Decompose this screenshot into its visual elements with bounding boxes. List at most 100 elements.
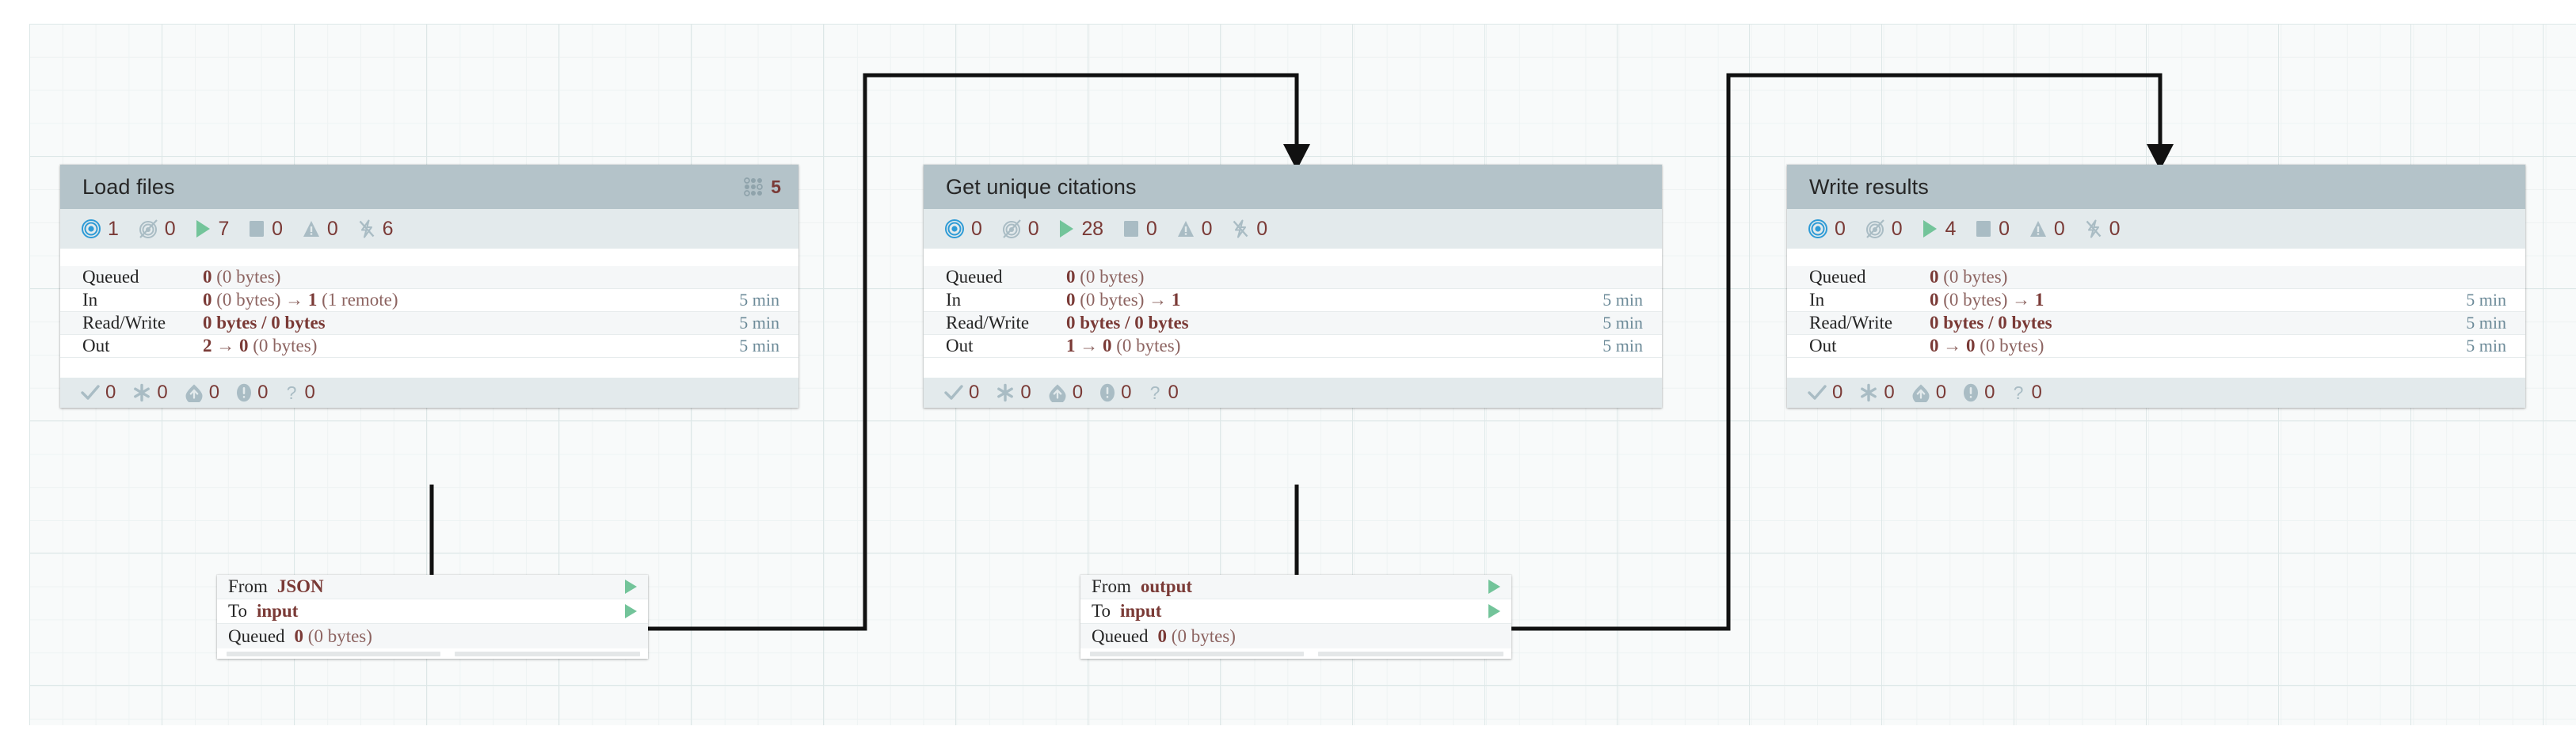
footer-stat-check[interactable]: 0 [944,382,979,404]
footer-stat-alert-circle[interactable]: 0 [236,382,268,404]
stat-invalid[interactable]: 0 [1176,218,1212,241]
queue-size-bar [1317,651,1503,656]
summary-row-label: Out [82,336,110,355]
summary-row-in: In 0 (0 bytes) → 1 5 min [1787,289,2525,312]
stat-stopped[interactable]: 0 [1975,218,2010,241]
stat-value: 6 [382,217,394,240]
connection-to-row[interactable]: To input [217,599,648,624]
summary-row-time: 5 min [1602,290,1643,310]
check-icon [1808,384,1827,401]
from-run-icon [623,578,638,595]
stat-not-transmitting[interactable]: 0 [138,218,176,241]
stat-running[interactable]: 4 [1921,218,1956,241]
connection-json-to-input[interactable]: From JSON To input Queued 0 (0 bytes) [217,575,648,659]
processor-get-unique-citations[interactable]: Get unique citations 0 0 28 [924,165,1662,408]
footer-stat-asterisk[interactable]: 0 [1859,382,1895,404]
footer-stat-upload-circle[interactable]: 0 [1048,382,1083,404]
stat-invalid[interactable]: 0 [2029,218,2065,241]
summary-row-time: 5 min [1602,336,1643,355]
stat-value: 0 [2053,217,2065,240]
summary-row-in: In 0 (0 bytes) → 1 5 min [924,289,1662,312]
summary-row-label: Out [946,336,974,355]
summary-row-time: 5 min [2466,313,2506,333]
stat-disabled[interactable]: 0 [2084,218,2121,241]
footer-stat-asterisk[interactable]: 0 [996,382,1031,404]
processor-header[interactable]: Get unique citations [924,165,1662,209]
footer-stat-upload-circle[interactable]: 0 [185,382,219,404]
footer-stat-question[interactable]: ? 0 [1148,382,1179,404]
footer-stat-question[interactable]: ? 0 [2011,382,2042,404]
processor-header[interactable]: Write results [1787,165,2525,209]
stat-transmitting[interactable]: 1 [81,218,119,241]
processor-stats-row: 1 0 7 0 0 [60,209,798,249]
stopped-icon [1975,219,1992,238]
processor-title: Get unique citations [946,174,1137,199]
stats-table-spacer [924,249,1662,266]
footer-stat-value: 0 [105,382,116,403]
connection-output-to-input[interactable]: From output To input Queued 0 (0 bytes) [1080,575,1511,659]
footer-stat-check[interactable]: 0 [81,382,116,404]
stat-stopped[interactable]: 0 [1122,218,1157,241]
run-arrow-icon [625,604,637,618]
summary-row-label: In [1809,290,1825,310]
connection-to-label: To [1092,601,1111,621]
run-arrow-icon [1488,580,1500,594]
footer-stat-question[interactable]: ? 0 [284,382,315,404]
footer-stat-value: 0 [1832,382,1843,403]
stat-value: 0 [1027,217,1039,240]
stat-value: 0 [1835,217,1846,240]
processor-group-badge[interactable]: 5 [743,177,781,198]
stat-disabled[interactable]: 0 [1231,218,1267,241]
summary-row-value: 0 (0 bytes) → 1 [1930,290,2044,310]
stat-not-transmitting[interactable]: 0 [1865,218,1903,241]
running-icon [194,219,211,238]
stat-invalid[interactable]: 0 [302,218,338,241]
footer-stat-upload-circle[interactable]: 0 [1911,382,1946,404]
footer-stat-value: 0 [1935,382,1947,403]
summary-row-read-write: Read/Write 0 bytes / 0 bytes 5 min [60,312,798,335]
summary-row-value: 0 (0 bytes) → 1 [1066,290,1181,310]
stat-transmitting[interactable]: 0 [944,218,982,241]
footer-stat-value: 0 [1020,382,1031,403]
stat-value: 0 [1256,217,1268,240]
running-icon [1057,219,1075,238]
connection-queued-label: Queued [228,625,285,646]
footer-stat-check[interactable]: 0 [1808,382,1842,404]
stat-running[interactable]: 28 [1057,218,1103,241]
stat-value: 0 [1891,217,1903,240]
asterisk-icon [996,383,1015,402]
summary-row-queued: Queued 0 (0 bytes) [60,266,798,289]
footer-stat-asterisk[interactable]: 0 [132,382,168,404]
stopped-icon [1122,219,1140,238]
processor-write-results[interactable]: Write results 0 0 4 0 [1787,165,2525,408]
connection-from-row[interactable]: From JSON [217,575,648,599]
summary-row-read-write: Read/Write 0 bytes / 0 bytes 5 min [924,312,1662,335]
stat-stopped[interactable]: 0 [248,218,283,241]
connection-from-value: JSON [276,576,324,596]
footer-stat-alert-circle[interactable]: 0 [1099,382,1131,404]
footer-stat-alert-circle[interactable]: 0 [1963,382,1995,404]
processor-load-files[interactable]: Load files 5 [60,165,798,408]
summary-row-label: Read/Write [1809,313,1893,333]
upload-circle-icon [1911,383,1930,402]
stat-disabled[interactable]: 6 [357,218,394,241]
queue-size-bar [454,651,640,656]
processor-summary-table: Queued 0 (0 bytes) In 0 (0 bytes) → 1 (1… [60,266,798,358]
summary-row-value: 0 (0 bytes) [203,267,281,287]
disabled-icon [2084,219,2103,238]
connection-to-row[interactable]: To input [1080,599,1511,624]
summary-row-value: 0 (0 bytes) [1066,267,1145,287]
summary-row-value: 0 → 0 (0 bytes) [1930,336,2044,355]
svg-text:?: ? [287,383,297,402]
processor-header[interactable]: Load files 5 [60,165,798,209]
running-icon [1921,219,1938,238]
connection-from-row[interactable]: From output [1080,575,1511,599]
summary-row-read-write: Read/Write 0 bytes / 0 bytes 5 min [1787,312,2525,335]
alert-circle-icon [1099,383,1115,402]
stat-not-transmitting[interactable]: 0 [1001,218,1039,241]
stat-running[interactable]: 7 [194,218,229,241]
processor-title: Write results [1809,174,1929,199]
stat-transmitting[interactable]: 0 [1808,218,1846,241]
to-run-icon [1486,603,1502,620]
